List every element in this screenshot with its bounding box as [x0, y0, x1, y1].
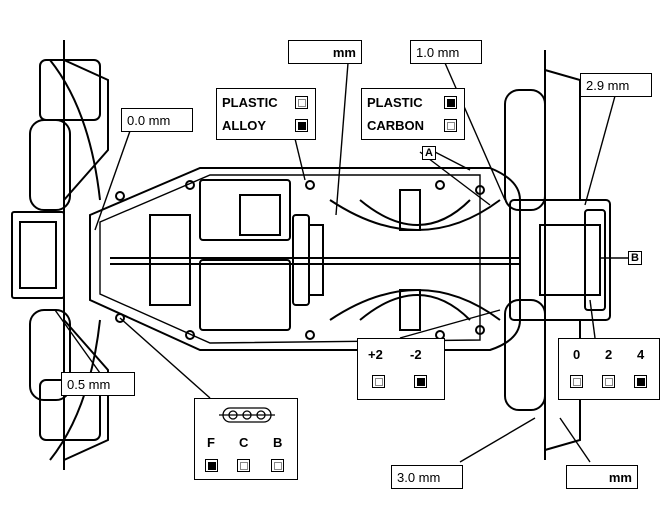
top-center-callout: mm — [288, 40, 362, 64]
option-label: PLASTIC — [222, 95, 278, 110]
option-checkbox[interactable] — [295, 119, 308, 132]
toe-panel: +2 -2 — [357, 338, 445, 400]
option-label: PLASTIC — [367, 95, 423, 110]
option-label: ALLOY — [222, 118, 267, 133]
front-bottom-callout: 0.5 mm — [61, 372, 135, 396]
setting-label: 0 — [573, 347, 581, 362]
position-checkbox[interactable] — [205, 459, 218, 472]
rear-top-callout: 2.9 mm — [580, 73, 652, 97]
option-checkbox[interactable] — [444, 119, 457, 132]
setting-checkbox[interactable] — [634, 375, 647, 388]
setting-checkbox[interactable] — [602, 375, 615, 388]
position-label: C — [239, 435, 249, 450]
setting-checkbox[interactable] — [570, 375, 583, 388]
front-top-callout: 0.0 mm — [121, 108, 193, 132]
position-checkbox[interactable] — [237, 459, 250, 472]
rear-bottom-right-callout: mm — [566, 465, 638, 489]
option-checkbox[interactable] — [295, 96, 308, 109]
material-panel-front: PLASTIC ALLOY — [216, 88, 316, 140]
setting-label: 4 — [637, 347, 645, 362]
position-label: F — [207, 435, 215, 450]
option-label: CARBON — [367, 118, 425, 133]
rear-bottom-left-callout: 3.0 mm — [391, 465, 463, 489]
position-checkbox[interactable] — [271, 459, 284, 472]
toe-label: +2 — [368, 347, 383, 362]
setting-label: 2 — [605, 347, 613, 362]
toe-checkbox[interactable] — [414, 375, 427, 388]
option-checkbox[interactable] — [444, 96, 457, 109]
position-panel: F C B — [194, 398, 298, 480]
toe-label: -2 — [410, 347, 422, 362]
upper-link-callout: 1.0 mm — [410, 40, 482, 64]
toe-checkbox[interactable] — [372, 375, 385, 388]
hole-position-icon — [219, 407, 275, 423]
position-label: B — [273, 435, 283, 450]
marker-a: A — [422, 146, 436, 160]
marker-b: B — [628, 251, 642, 265]
rear-setting-panel: 0 2 4 — [558, 338, 660, 400]
material-panel-rear: PLASTIC CARBON — [361, 88, 465, 140]
